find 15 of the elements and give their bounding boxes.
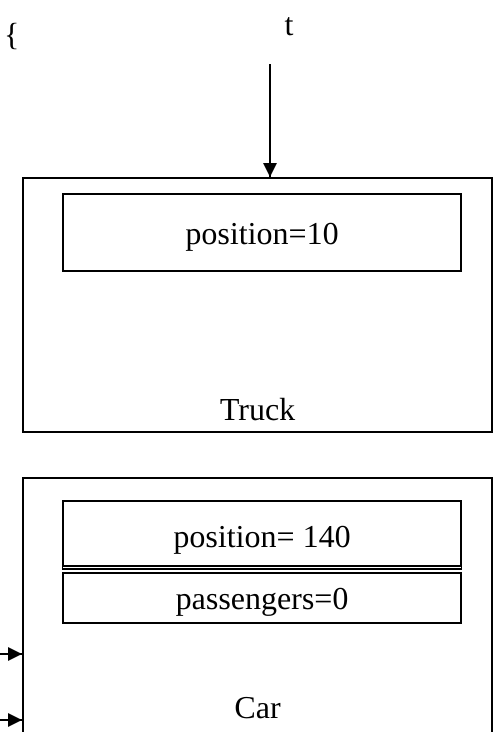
- arrow: [0, 713, 22, 727]
- class-name: Truck: [218, 391, 296, 427]
- brace-symbol: {: [4, 16, 20, 52]
- class-name: Car: [233, 689, 282, 725]
- field-box: [62, 572, 462, 624]
- variable-label: t: [284, 6, 294, 42]
- field-text: position= 140: [172, 518, 352, 554]
- class-box: [22, 477, 493, 732]
- field-box: [62, 500, 462, 570]
- class-box: [22, 177, 493, 433]
- field-text: position=10: [184, 215, 340, 251]
- field-box: [62, 193, 462, 272]
- arrow: [263, 64, 277, 177]
- field-text: passengers=0: [174, 580, 350, 616]
- arrow: [0, 647, 22, 661]
